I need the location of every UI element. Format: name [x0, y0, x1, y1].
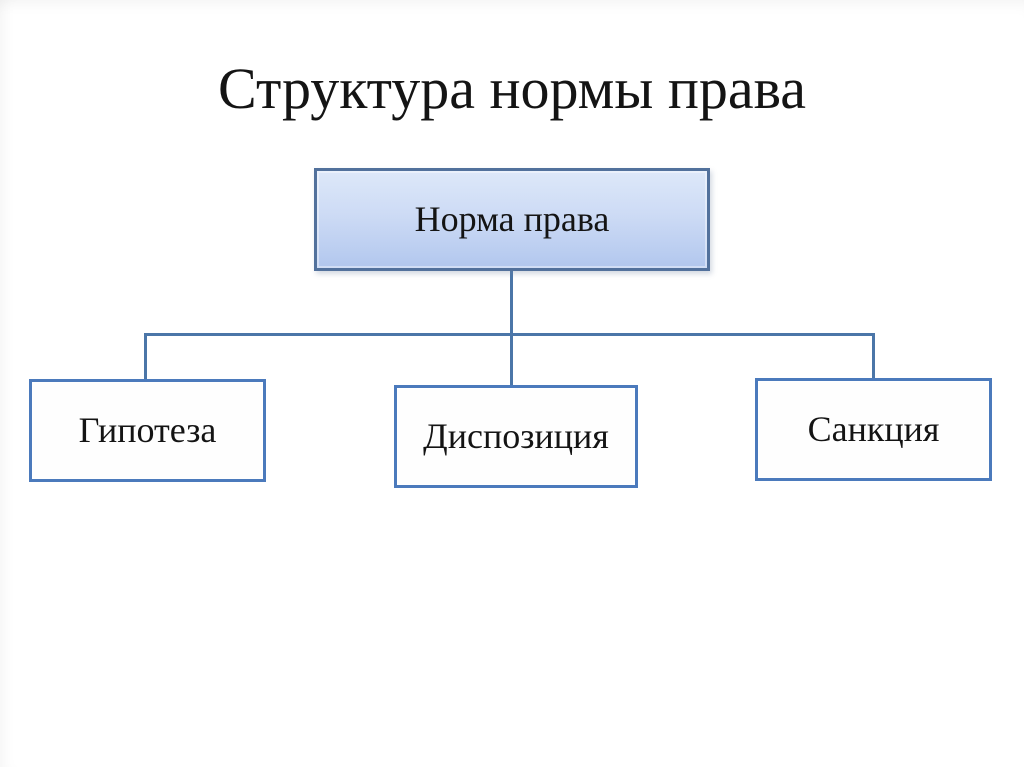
connector-root-to-center: [510, 270, 513, 386]
node-gipoteza: Гипотеза: [29, 379, 266, 482]
connector-right-stub: [872, 333, 875, 380]
node-dispozitsiya-label: Диспозиция: [423, 415, 609, 456]
node-sanktsiya-label: Санкция: [807, 408, 940, 449]
node-gipoteza-label: Гипотеза: [78, 409, 217, 450]
diagram-title: Структура нормы права: [218, 56, 806, 121]
connector-left-stub: [144, 333, 147, 381]
node-norma-prava-label: Норма права: [414, 198, 610, 239]
node-sanktsiya: Санкция: [755, 378, 992, 481]
node-dispozitsiya: Диспозиция: [394, 385, 638, 488]
connector-horizontal-rail: [144, 333, 875, 336]
node-norma-prava: Норма права: [314, 168, 710, 271]
